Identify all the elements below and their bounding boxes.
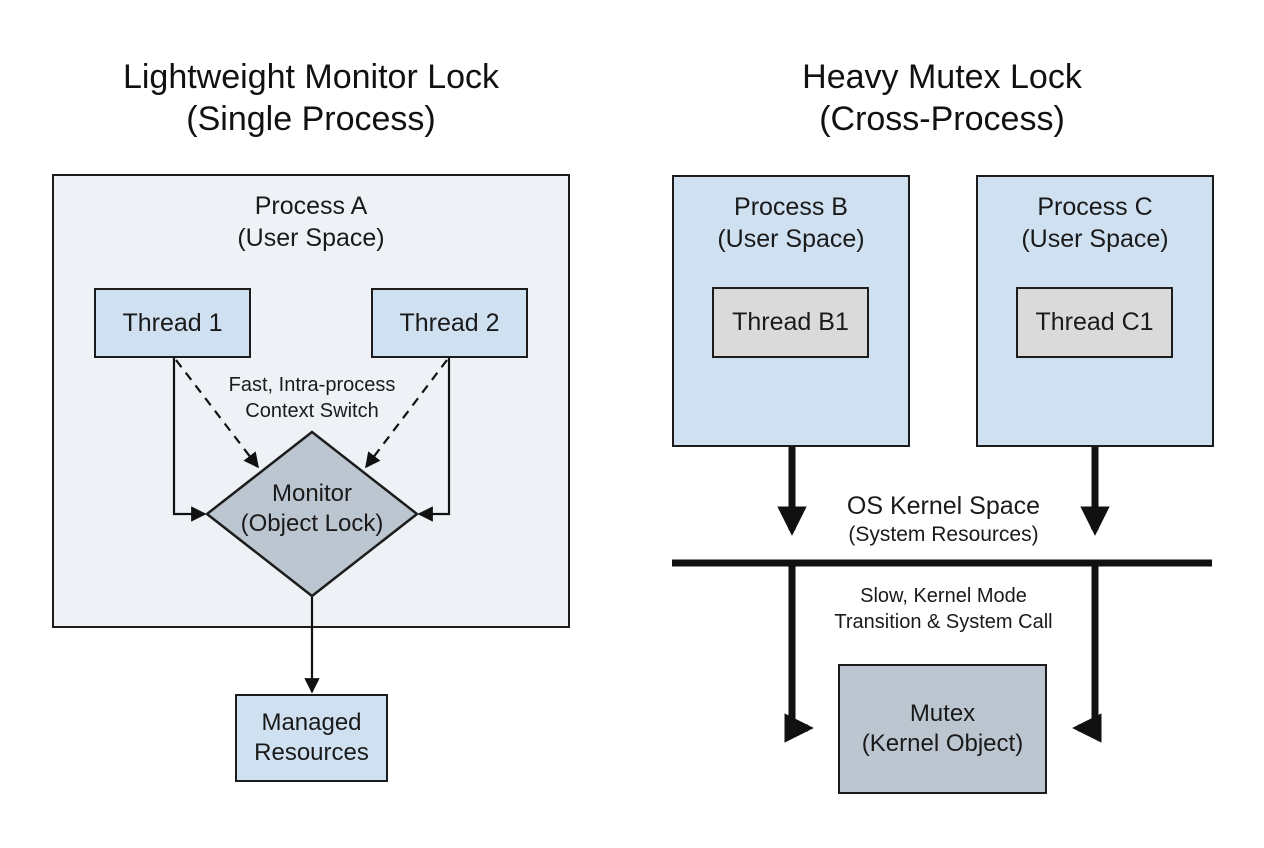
thread1-to-monitor-path	[172, 357, 207, 522]
process-a-label: Process A (User Space)	[53, 190, 569, 254]
process-a-space: (User Space)	[237, 224, 385, 252]
kernel-to-mutex-right-arrow	[1072, 566, 1102, 743]
context-switch-note-line2: Context Switch	[245, 400, 379, 422]
thread-1-box[interactable]: Thread 1	[94, 288, 251, 358]
right-title: Heavy Mutex Lock (Cross-Process)	[672, 56, 1212, 140]
kernel-to-mutex-left-arrow	[784, 566, 814, 743]
kernel-space-title: OS Kernel Space	[846, 492, 1041, 520]
thread-c1-box[interactable]: Thread C1	[1016, 287, 1173, 358]
process-b-space: (User Space)	[717, 225, 865, 253]
monitor-detail: (Object Lock)	[240, 510, 384, 537]
left-title: Lightweight Monitor Lock (Single Process…	[53, 56, 569, 140]
process-c-label: Process C (User Space)	[1021, 191, 1168, 255]
managed-resources-line1: Managed	[261, 709, 362, 736]
process-c-name: Process C	[1037, 193, 1153, 221]
right-title-line1: Heavy Mutex Lock	[802, 58, 1082, 96]
process-c-space: (User Space)	[1021, 225, 1169, 253]
thread2-to-monitor-path	[417, 357, 451, 522]
context-switch-note-line1: Fast, Intra-process	[228, 374, 396, 396]
thread1-context-switch-dash	[175, 359, 259, 469]
monitor-name: Monitor	[271, 480, 353, 507]
thread-2-label: Thread 2	[399, 308, 500, 337]
kernel-transition-note-line1: Slow, Kernel Mode	[860, 585, 1027, 607]
thread-b1-label: Thread B1	[732, 308, 849, 336]
thread-2-box[interactable]: Thread 2	[371, 288, 528, 358]
managed-resources-line2: Resources	[254, 739, 369, 766]
left-title-line1: Lightweight Monitor Lock	[122, 58, 500, 96]
process-a-name: Process A	[254, 192, 368, 220]
process-b-label: Process B (User Space)	[717, 191, 864, 255]
kernel-transition-note: Slow, Kernel Mode Transition & System Ca…	[802, 583, 1085, 635]
thread2-context-switch-dash	[365, 359, 448, 469]
left-title-line2: (Single Process)	[186, 100, 436, 138]
monitor-label: Monitor (Object Lock)	[222, 479, 402, 539]
kernel-space-detail: (System Resources)	[848, 523, 1039, 546]
thread-1-label: Thread 1	[122, 308, 223, 337]
process-b-name: Process B	[734, 193, 848, 221]
mutex-name: Mutex	[909, 700, 976, 727]
mutex-box[interactable]: Mutex (Kernel Object)	[838, 664, 1047, 794]
managed-resources-box[interactable]: Managed Resources	[235, 694, 388, 782]
thread-b1-box[interactable]: Thread B1	[712, 287, 869, 358]
kernel-transition-note-line2: Transition & System Call	[834, 611, 1053, 633]
monitor-diamond	[204, 430, 420, 598]
right-title-line2: (Cross-Process)	[819, 100, 1065, 138]
mutex-detail: (Kernel Object)	[861, 730, 1024, 757]
thread-c1-label: Thread C1	[1035, 308, 1154, 336]
context-switch-note: Fast, Intra-process Context Switch	[202, 372, 422, 424]
